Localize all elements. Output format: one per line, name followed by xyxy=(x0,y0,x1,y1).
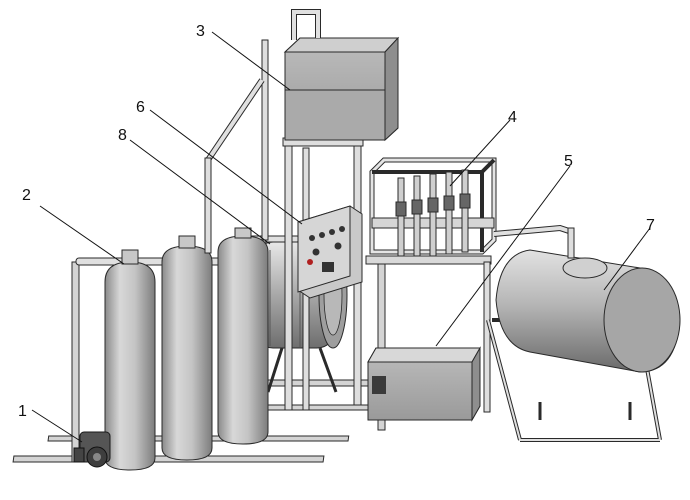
callout-1: 1 xyxy=(18,403,27,420)
filter-column-icon xyxy=(104,227,269,471)
callout-7: 7 xyxy=(646,217,655,234)
horizontal-tank-icon xyxy=(486,227,681,442)
leader-4 xyxy=(449,119,511,187)
box-icon xyxy=(367,346,481,422)
callout-8: 8 xyxy=(118,127,127,144)
filter-column-1 xyxy=(104,249,156,471)
leader-8 xyxy=(129,139,271,245)
control-panel-icon xyxy=(297,205,363,299)
callout-3: 3 xyxy=(196,23,205,40)
leader-7 xyxy=(603,227,651,291)
leader-2 xyxy=(39,205,125,265)
leader-3 xyxy=(211,31,291,91)
leader-6 xyxy=(149,109,303,225)
callout-5: 5 xyxy=(564,153,573,170)
filter-column-3 xyxy=(217,227,269,445)
callout-labels: 1 2 3 4 5 6 7 8 xyxy=(18,23,655,420)
callout-leaders xyxy=(31,31,651,443)
callout-2: 2 xyxy=(22,187,31,204)
filter-column-2 xyxy=(161,235,213,461)
leader-5 xyxy=(435,165,571,347)
callout-4: 4 xyxy=(508,109,517,126)
callout-6: 6 xyxy=(136,99,145,116)
tank-icon xyxy=(283,9,400,142)
pump-icon xyxy=(73,431,111,468)
leader-1 xyxy=(31,409,83,443)
